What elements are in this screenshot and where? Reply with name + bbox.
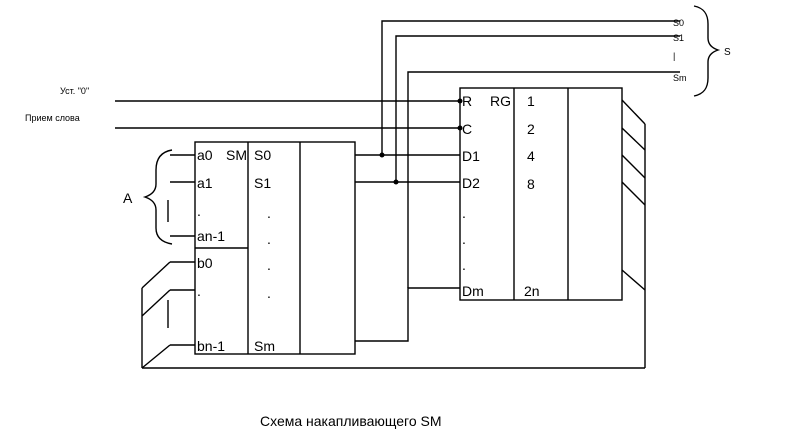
adder-sm-label: SM	[226, 147, 247, 163]
s1-bus-line	[395, 35, 680, 182]
word-receive-input-label: Прием слова	[25, 113, 80, 123]
feedback-tap-3	[621, 154, 646, 179]
diagram-caption: Схема накапливающего SM	[260, 413, 442, 429]
register-weight-1: 1	[527, 93, 535, 109]
register-input-d1: D1	[462, 148, 480, 164]
feedback-tap-1	[621, 99, 646, 125]
feedback-tap-2	[621, 127, 646, 151]
bus-line-s0-label: S0	[673, 18, 684, 28]
sm-to-dm-wire	[355, 287, 460, 342]
register-weight-4: 4	[527, 148, 535, 164]
register-rg-label: RG	[490, 93, 511, 109]
adder-output-dot-4: .	[267, 285, 271, 301]
output-bus-brace	[693, 5, 721, 97]
adder-block: a0 SM a1 . an-1 b0 . bn-1 S0 S1 . . . . …	[194, 141, 356, 355]
register-block: R RG C D1 D2 . . . Dm 1 2 4 8 2n	[459, 87, 623, 301]
feedback-bus	[141, 99, 646, 369]
feedback-to-b0	[141, 261, 171, 289]
a-group-label: A	[123, 190, 133, 206]
a-group-brace	[142, 149, 173, 245]
register-input-dot-2: .	[462, 231, 466, 247]
register-weight-8: 8	[527, 176, 535, 192]
adder-input-bn-1: bn-1	[197, 338, 225, 354]
register-input-r: R	[462, 93, 472, 109]
register-input-c: C	[462, 121, 472, 137]
adder-input-a1: a1	[197, 175, 213, 191]
adder-input-a-dot: .	[197, 203, 201, 219]
adder-output-s0: S0	[254, 147, 271, 163]
adder-input-an-1: an-1	[197, 228, 225, 244]
register-input-dot-1: .	[462, 205, 466, 221]
register-weight-2: 2	[527, 121, 535, 137]
adder-output-dot-2: .	[267, 231, 271, 247]
feedback-to-bn-1	[141, 344, 171, 369]
adder-output-s1: S1	[254, 175, 271, 191]
adder-output-dot-1: .	[267, 205, 271, 221]
adder-input-a0: a0	[197, 147, 213, 163]
feedback-tap-4	[621, 181, 646, 206]
register-input-dm: Dm	[462, 283, 484, 299]
reset-input-label: Уст. "0"	[60, 86, 89, 96]
feedback-tap-5	[621, 269, 646, 291]
bus-line-s1-label: S1	[673, 33, 684, 43]
register-input-d2: D2	[462, 175, 480, 191]
adder-input-b-dot: .	[197, 283, 201, 299]
adder-output-sm: Sm	[254, 338, 275, 354]
register-frame	[459, 87, 623, 301]
bus-line-sm-label: Sm	[673, 73, 687, 83]
register-input-dot-3: .	[462, 257, 466, 273]
adder-output-dot-3: .	[267, 257, 271, 273]
adder-input-b0: b0	[197, 255, 213, 271]
feedback-to-b-mid	[141, 289, 171, 317]
s0-bus-line	[381, 20, 680, 155]
bus-line-mid-label: |	[673, 51, 675, 61]
sm-bus-line	[407, 71, 680, 288]
output-bus-group-label: S	[724, 47, 731, 58]
register-weight-2n: 2n	[524, 283, 540, 299]
